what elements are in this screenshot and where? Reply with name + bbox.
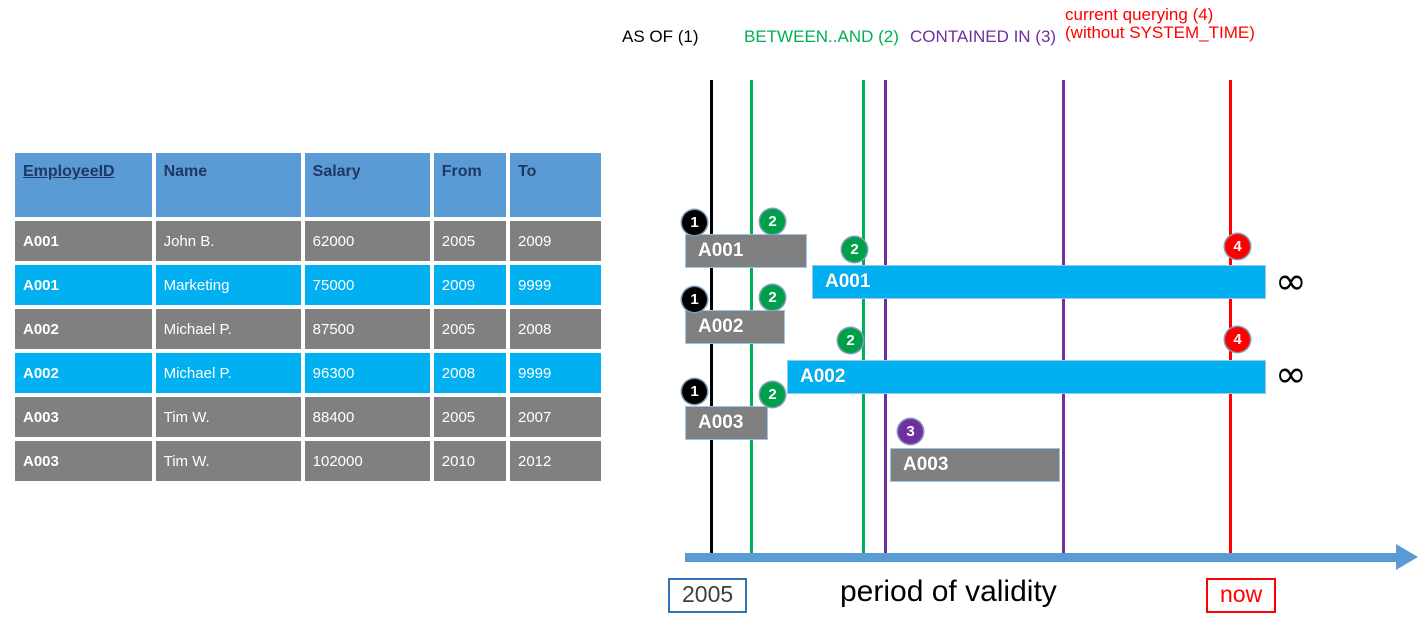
marker-4-a001: 4 xyxy=(1225,234,1250,259)
marker-2-a003: 2 xyxy=(760,382,785,407)
cell-employeeid: A002 xyxy=(14,352,153,394)
query-label-contained-in: CONTAINED IN (3) xyxy=(910,27,1057,46)
cell-employeeid: A003 xyxy=(14,440,153,482)
cell-name: John B. xyxy=(154,220,302,262)
marker-number: 2 xyxy=(768,386,777,403)
marker-3-a003: 3 xyxy=(898,419,923,444)
timeline-axis xyxy=(685,553,1400,562)
timeline-arrow-icon xyxy=(1396,544,1418,570)
cell-employeeid: A001 xyxy=(14,220,153,262)
table-row: A003 Tim W. 102000 2010 2012 xyxy=(14,440,602,482)
marker-number: 4 xyxy=(1233,331,1242,348)
bar-label: A002 xyxy=(800,366,846,387)
bar-a001-historical: A001 xyxy=(685,234,807,268)
column-header-from: From xyxy=(432,152,507,218)
marker-1-a002: 1 xyxy=(682,287,707,312)
temporal-query-timeline-diagram: AS OF (1) BETWEEN..AND (2) CONTAINED IN … xyxy=(610,0,1428,637)
marker-2-a001-current: 2 xyxy=(842,237,867,262)
marker-number: 2 xyxy=(850,241,859,258)
bar-label: A001 xyxy=(698,240,744,261)
cell-salary: 88400 xyxy=(303,396,431,438)
bar-label: A001 xyxy=(825,271,871,292)
marker-2-a001: 2 xyxy=(760,209,785,234)
marker-2-a002-current: 2 xyxy=(838,328,863,353)
query-label-between-and: BETWEEN..AND (2) xyxy=(744,27,899,46)
cell-from: 2009 xyxy=(432,264,507,306)
employee-history-table: EmployeeID Name Salary From To A001 John… xyxy=(12,150,604,484)
marker-number: 2 xyxy=(768,289,777,306)
vertical-line-between-end xyxy=(862,80,865,562)
table-row: A001 Marketing 75000 2009 9999 xyxy=(14,264,602,306)
column-header-name: Name xyxy=(154,152,302,218)
cell-from: 2005 xyxy=(432,396,507,438)
marker-1-a001: 1 xyxy=(682,210,707,235)
cell-to: 2007 xyxy=(508,396,602,438)
bar-label: A003 xyxy=(698,412,744,433)
cell-from: 2005 xyxy=(432,220,507,262)
bar-a001-current: A001 xyxy=(812,265,1266,299)
marker-2-a002: 2 xyxy=(760,285,785,310)
cell-from: 2008 xyxy=(432,352,507,394)
cell-to: 2009 xyxy=(508,220,602,262)
column-header-employeeid: EmployeeID xyxy=(14,152,153,218)
axis-start-label: 2005 xyxy=(668,578,748,614)
cell-from: 2010 xyxy=(432,440,507,482)
bar-a002-historical: A002 xyxy=(685,310,785,344)
cell-from: 2005 xyxy=(432,308,507,350)
cell-name: Tim W. xyxy=(154,440,302,482)
infinity-icon: ∞ xyxy=(1275,352,1307,396)
query-label-current-querying: current querying (4) (without SYSTEM_TIM… xyxy=(1065,5,1255,43)
bar-a002-current: A002 xyxy=(787,360,1266,394)
query-label-current-querying-line2: (without SYSTEM_TIME) xyxy=(1065,23,1255,43)
cell-name: Tim W. xyxy=(154,396,302,438)
marker-number: 1 xyxy=(690,291,699,308)
column-header-to: To xyxy=(508,152,602,218)
marker-number: 2 xyxy=(768,213,777,230)
bar-a003-historical: A003 xyxy=(685,406,768,440)
bar-label: A003 xyxy=(903,454,949,475)
table-row: A001 John B. 62000 2005 2009 xyxy=(14,220,602,262)
cell-salary: 62000 xyxy=(303,220,431,262)
table-row: A002 Michael P. 96300 2008 9999 xyxy=(14,352,602,394)
cell-employeeid: A003 xyxy=(14,396,153,438)
marker-number: 1 xyxy=(690,383,699,400)
table-row: A003 Tim W. 88400 2005 2007 xyxy=(14,396,602,438)
marker-1-a003: 1 xyxy=(682,379,707,404)
query-label-current-querying-line1: current querying (4) xyxy=(1065,5,1214,24)
column-header-employeeid-label: EmployeeID xyxy=(23,163,115,180)
axis-title: period of validity xyxy=(840,575,1057,608)
bar-label: A002 xyxy=(698,316,744,337)
cell-to: 9999 xyxy=(508,352,602,394)
marker-number: 2 xyxy=(846,332,855,349)
marker-4-a002: 4 xyxy=(1225,327,1250,352)
cell-salary: 96300 xyxy=(303,352,431,394)
cell-to: 2008 xyxy=(508,308,602,350)
table-row: A002 Michael P. 87500 2005 2008 xyxy=(14,308,602,350)
vertical-line-contained-start xyxy=(884,80,887,562)
cell-name: Marketing xyxy=(154,264,302,306)
table-header-row: EmployeeID Name Salary From To xyxy=(14,152,602,218)
bar-a003-second: A003 xyxy=(890,448,1060,482)
infinity-icon: ∞ xyxy=(1275,259,1307,303)
axis-now-label: now xyxy=(1206,578,1277,614)
column-header-salary: Salary xyxy=(303,152,431,218)
marker-number: 3 xyxy=(906,423,915,440)
cell-salary: 87500 xyxy=(303,308,431,350)
cell-name: Michael P. xyxy=(154,352,302,394)
cell-to: 2012 xyxy=(508,440,602,482)
marker-number: 1 xyxy=(690,214,699,231)
vertical-line-contained-end xyxy=(1062,80,1065,562)
cell-employeeid: A002 xyxy=(14,308,153,350)
query-label-as-of: AS OF (1) xyxy=(622,27,699,46)
marker-number: 4 xyxy=(1233,238,1242,255)
vertical-line-now xyxy=(1229,80,1232,562)
cell-employeeid: A001 xyxy=(14,264,153,306)
cell-to: 9999 xyxy=(508,264,602,306)
cell-salary: 75000 xyxy=(303,264,431,306)
cell-name: Michael P. xyxy=(154,308,302,350)
cell-salary: 102000 xyxy=(303,440,431,482)
